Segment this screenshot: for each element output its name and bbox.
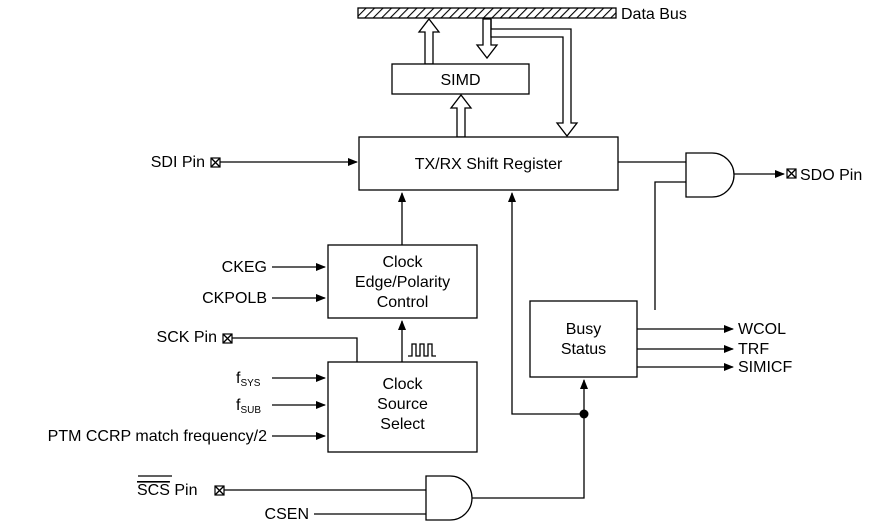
- bus-to-shift-register-arrow: [490, 19, 579, 138]
- clock-edge-line-3: Control: [377, 294, 429, 311]
- scs-pin-icon: [214, 485, 225, 496]
- simd-register: [391, 63, 530, 95]
- simd-label: SIMD: [441, 72, 481, 89]
- clock-source-line-1: Clock: [382, 376, 423, 393]
- ckpolb-label: CKPOLB: [202, 290, 267, 307]
- scs-and-gate: [425, 475, 473, 521]
- trf-label: TRF: [738, 341, 769, 358]
- fsub-label: fSUB: [236, 397, 261, 416]
- simicf-label: SIMICF: [738, 359, 792, 376]
- shift-register: [358, 136, 619, 191]
- shift-register-label: TX/RX Shift Register: [415, 156, 563, 173]
- busy-status-line-2: Status: [561, 341, 606, 358]
- scs-pin-label: SCS Pin: [137, 482, 197, 499]
- clock-source-line-3: Select: [380, 416, 425, 433]
- sdo-pin-label: SDO Pin: [800, 167, 862, 184]
- data-bus: [357, 7, 617, 19]
- simd-to-bus-arrow: [417, 17, 441, 65]
- fsys-label: fSYS: [236, 370, 261, 389]
- clock-edge-line-1: Clock: [382, 254, 423, 271]
- busy-status-block: [529, 300, 638, 378]
- csen-label: CSEN: [265, 506, 309, 523]
- scs-gate-to-junction-wire: [472, 414, 585, 499]
- clock-waveform-icon: [408, 343, 436, 357]
- busy-status-line-1: Busy: [566, 321, 602, 338]
- clock-edge-line-2: Edge/Polarity: [355, 274, 450, 291]
- shift-register-to-simd-arrow: [449, 93, 473, 138]
- sck-wire: [232, 337, 358, 362]
- bus-to-simd-arrow: [475, 18, 499, 60]
- sdi-pin-icon: [210, 157, 221, 168]
- clock-edge-polarity-block: [327, 244, 478, 319]
- enable-to-shift-wire: [508, 192, 584, 415]
- clock-source-line-2: Source: [377, 396, 428, 413]
- sck-pin-icon: [222, 333, 233, 344]
- clock-source-select-block: [327, 361, 478, 453]
- sdo-and-gate: [685, 152, 735, 198]
- ckeg-label: CKEG: [222, 259, 267, 276]
- sck-pin-label: SCK Pin: [157, 329, 217, 346]
- wcol-label: WCOL: [738, 321, 786, 338]
- data-bus-label: Data Bus: [621, 6, 687, 23]
- sdo-pin-icon: [786, 168, 797, 179]
- sdi-pin-label: SDI Pin: [151, 154, 205, 171]
- ptm-label: PTM CCRP match frequency/2: [48, 428, 267, 445]
- busy-to-sdo-gate-wire: [654, 181, 686, 310]
